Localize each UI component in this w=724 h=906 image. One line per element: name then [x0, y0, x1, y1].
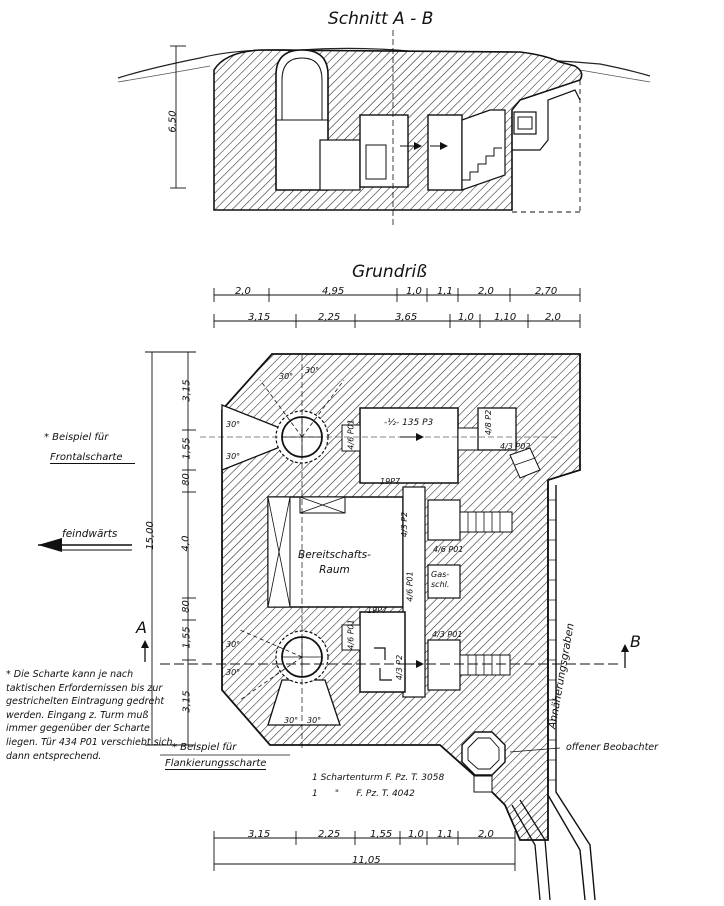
- section-title: Schnitt A - B: [328, 9, 434, 29]
- door-label-p6: 4/3 P02: [500, 442, 531, 451]
- frontal-label-line1: * Beispiel für: [44, 432, 109, 443]
- door-label-p9: 4/6 P01: [346, 619, 356, 650]
- flank-label-line1: * Beispiel für: [172, 742, 237, 753]
- angle-3: 30°: [226, 452, 241, 461]
- door-label-p1: 19P7: [380, 477, 401, 486]
- dim-top1-4: 2,0: [478, 286, 494, 297]
- dim-top2-3: 1,0: [458, 312, 474, 323]
- dim-bot-4: 1,1: [437, 829, 453, 840]
- dim-bot-3: 1,0: [408, 829, 424, 840]
- dim-top2-4: 1,10: [494, 312, 517, 323]
- dim-top1-3: 1,1: [437, 286, 453, 297]
- ready-room-label: Bereitschafts- Raum: [298, 549, 371, 576]
- dim-top2-1: 2,25: [318, 312, 341, 323]
- angle-6: 30°: [284, 716, 299, 725]
- rotation-note: * Die Scharte kann je nach taktischen Er…: [6, 669, 173, 762]
- plan-view: [38, 288, 629, 901]
- turret-legend-2: 1 " F. Pz. T. 4042: [312, 789, 415, 799]
- door-label-p2: 19P7: [367, 606, 388, 615]
- section-height-dim: 6,50: [167, 110, 179, 133]
- dim-top2-0: 3,15: [248, 312, 271, 323]
- angle-4: 30°: [226, 640, 241, 649]
- dim-bottom-total: 11,05: [352, 855, 381, 866]
- section-marker-b: B: [630, 632, 641, 651]
- door-label-p4: 4/6 P01: [433, 545, 464, 554]
- gas-lock-label: Gas- schl.: [431, 570, 450, 589]
- observer-label: offener Beobachter: [566, 742, 659, 753]
- dim-left-6: 3,15: [181, 690, 193, 713]
- dim-left-0: 3,15: [181, 379, 193, 402]
- plan-title: Grundriß: [352, 262, 427, 282]
- dim-top1-0: 2,0: [235, 286, 251, 297]
- turret-legend-1: 1 Schartenturm F. Pz. T. 3058: [312, 773, 445, 783]
- flank-label-line2: Flankierungsscharte: [165, 758, 267, 770]
- angle-2: 30°: [226, 420, 241, 429]
- dim-top1-2: 1,0: [406, 286, 422, 297]
- dim-top1-1: 4,95: [322, 286, 345, 297]
- dim-top1-5: 2,70: [535, 286, 558, 297]
- dim-left-4: 80: [180, 600, 192, 613]
- dim-top2-2: 3,65: [395, 312, 418, 323]
- dim-bot-0: 3,15: [248, 829, 271, 840]
- dim-left-2: 80: [180, 473, 192, 486]
- door-label-p8: 4/3 P2: [395, 654, 405, 681]
- door-label-p3: 4/3 P2: [400, 511, 410, 538]
- angle-0: 30°: [279, 372, 294, 381]
- door-label-p10: 4/3 P01: [432, 630, 463, 639]
- frontal-label-line2: Frontalscharte: [50, 452, 135, 464]
- door-label-p5: 4/8 P2: [484, 409, 494, 436]
- angle-1: 30°: [305, 366, 320, 375]
- dim-bot-1: 2,25: [318, 829, 341, 840]
- dim-left-3: 4,0: [180, 535, 192, 552]
- section-view: [117, 30, 651, 225]
- angle-5: 30°: [226, 668, 241, 677]
- dim-bot-5: 2,0: [478, 829, 494, 840]
- dim-left-5: 1,55: [181, 626, 193, 649]
- dim-left-total: 15,00: [144, 521, 156, 550]
- direction-label: feindwärts: [62, 528, 118, 540]
- section-marker-a: A: [136, 618, 147, 637]
- door-label-p7: 4/6 P01: [346, 419, 356, 450]
- door-label-p11: 4/6 P01: [405, 571, 415, 602]
- angle-7: 30°: [307, 716, 322, 725]
- dim-bot-2: 1,55: [370, 829, 393, 840]
- gun-room-label: -½- 135 P3: [384, 418, 434, 428]
- dim-left-1: 1,55: [181, 437, 193, 460]
- dim-top2-5: 2,0: [545, 312, 561, 323]
